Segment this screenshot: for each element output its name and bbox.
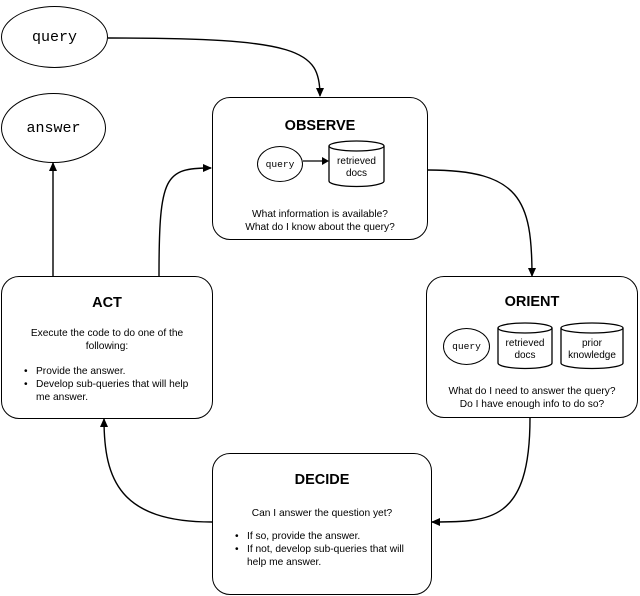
decide-title: DECIDE <box>294 472 350 488</box>
orient-question-1: What do I need to answer the query? <box>448 386 616 397</box>
observe-questions: What information is available? What do I… <box>213 208 427 234</box>
observe-query-node: query <box>257 146 303 182</box>
observe-title: OBSERVE <box>284 118 356 134</box>
edge-decide-to-act <box>100 418 213 523</box>
edge-act-to-observe <box>158 164 212 277</box>
query-terminal-label: query <box>31 28 77 46</box>
orient-knowledge-cylinder: prior knowledge <box>560 322 624 370</box>
observe-query-label: query <box>265 158 295 170</box>
cylinder-icon <box>328 140 385 188</box>
act-bullet-1: Provide the answer. <box>24 365 204 378</box>
edge-orient-to-decide <box>431 417 531 526</box>
decide-box: DECIDE Can I answer the question yet? If… <box>212 453 432 595</box>
decide-bullet-list: If so, provide the answer. If not, devel… <box>235 530 421 569</box>
orient-docs-cylinder: retrieved docs <box>497 322 553 370</box>
act-intro: Execute the code to do one of the follow… <box>30 328 184 352</box>
edge-observe-to-orient <box>427 169 536 277</box>
observe-docs-label: retrieved docs <box>337 156 376 179</box>
orient-query-label: query <box>452 341 481 352</box>
orient-query-node: query <box>443 328 490 365</box>
orient-knowledge-label: prior knowledge <box>568 338 616 361</box>
observe-query-to-docs-arrow <box>303 157 329 165</box>
decide-bullet-2: If not, develop sub-queries that will he… <box>235 543 421 569</box>
act-bullet-list: Provide the answer. Develop sub-queries … <box>24 365 204 404</box>
observe-docs-cylinder: retrieved docs <box>328 140 385 188</box>
query-terminal: query <box>1 6 108 68</box>
observe-box: OBSERVE query retrieved docs What inform… <box>212 97 428 240</box>
orient-docs-label: retrieved docs <box>505 338 545 361</box>
cylinder-icon <box>497 322 553 370</box>
act-box: ACT Execute the code to do one of the fo… <box>1 276 213 419</box>
orient-questions: What do I need to answer the query? Do I… <box>427 385 637 411</box>
decide-bullet-1: If so, provide the answer. <box>235 530 421 543</box>
edge-query-to-observe <box>107 37 324 97</box>
observe-question-2: What do I know about the query? <box>245 222 395 233</box>
orient-title: ORIENT <box>504 294 560 310</box>
orient-box: ORIENT query retrieved docs prior knowle… <box>426 276 638 418</box>
decide-question: Can I answer the question yet? <box>251 508 393 519</box>
observe-question-1: What information is available? <box>252 209 388 220</box>
cylinder-icon <box>560 322 624 370</box>
act-bullet-2: Develop sub-queries that will help me an… <box>24 378 204 404</box>
answer-terminal-label: answer <box>26 119 81 137</box>
act-title: ACT <box>92 295 122 311</box>
answer-terminal: answer <box>1 93 106 163</box>
orient-question-2: Do I have enough info to do so? <box>459 399 605 410</box>
